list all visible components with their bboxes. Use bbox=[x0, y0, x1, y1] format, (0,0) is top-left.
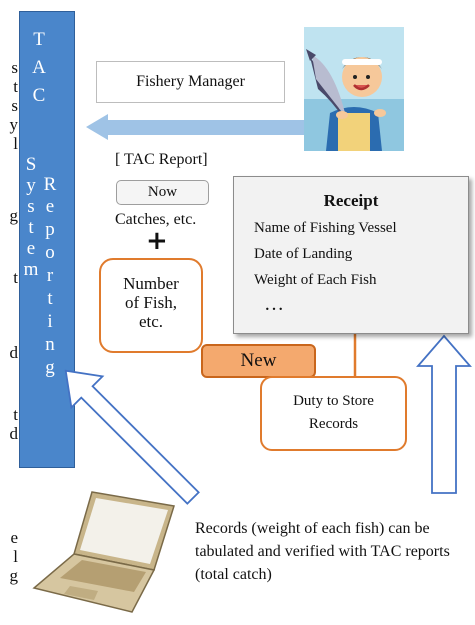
bar-letter: T bbox=[33, 29, 45, 50]
new-badge: New bbox=[201, 344, 316, 378]
bar-letter: y bbox=[26, 175, 36, 196]
number-line: etc. bbox=[138, 312, 164, 331]
report-arrow bbox=[86, 114, 309, 140]
number-of-fish-box: Number of Fish, etc. bbox=[99, 258, 203, 353]
left-text-fragment-3: t bbox=[13, 268, 18, 287]
bar-letter: s bbox=[27, 196, 35, 217]
number-line: of Fish, bbox=[125, 293, 177, 312]
records-note: Records (weight of each fish) can be tab… bbox=[195, 520, 450, 583]
number-line: Number bbox=[123, 274, 179, 293]
duty-line: Records bbox=[308, 416, 359, 432]
now-box: Now bbox=[116, 180, 209, 205]
bar-letter: o bbox=[45, 242, 55, 263]
receipt-item: Weight of Each Fish bbox=[254, 272, 377, 288]
duty-line: Duty to Store bbox=[293, 393, 374, 409]
catches-label: Catches, etc. bbox=[115, 211, 197, 228]
bar-letter: g bbox=[45, 357, 55, 378]
receipt-box: Receipt Name of Fishing Vessel Date of L… bbox=[233, 176, 469, 334]
fishery-manager-label: Fishery Manager bbox=[136, 73, 245, 90]
bar-letter: n bbox=[45, 334, 55, 355]
now-label: Now bbox=[147, 184, 178, 200]
bar-letter: A bbox=[32, 57, 46, 78]
fishery-manager-box: Fishery Manager bbox=[96, 61, 285, 103]
left-text-fragment-6: e l g bbox=[9, 528, 19, 585]
left-text-fragment-1: s t s y l bbox=[9, 58, 19, 153]
tac-reporting-system-bar: T A C S y s t e m R e p o r t i n g bbox=[19, 11, 75, 468]
bar-letter: e bbox=[45, 196, 55, 217]
bar-letter: e bbox=[26, 238, 36, 259]
bar-letter: S bbox=[25, 154, 37, 175]
fisherman-holding-tuna-icon bbox=[304, 27, 404, 151]
bar-letter: p bbox=[45, 219, 55, 240]
tabulate-arrow bbox=[64, 369, 200, 505]
bar-letter: i bbox=[47, 311, 53, 332]
plus-icon: + bbox=[146, 226, 168, 256]
left-text-fragment-5: t d bbox=[9, 405, 19, 443]
bar-letter: r bbox=[46, 265, 54, 286]
bar-letter: m bbox=[23, 259, 39, 280]
receipt-item: Name of Fishing Vessel bbox=[254, 220, 397, 236]
laptop-icon bbox=[32, 491, 175, 613]
bar-letter: t bbox=[47, 288, 53, 309]
left-text-fragment-4: d bbox=[9, 343, 19, 362]
receipt-ellipsis: … bbox=[264, 293, 284, 315]
left-text-fragment-2: g bbox=[9, 206, 19, 225]
receipt-title: Receipt bbox=[323, 191, 379, 210]
bar-letter: t bbox=[28, 217, 34, 238]
verify-arrow bbox=[416, 334, 472, 494]
tac-report-label: [ TAC Report] bbox=[115, 151, 208, 168]
bar-letter: C bbox=[32, 85, 46, 106]
receipt-item: Date of Landing bbox=[254, 246, 353, 262]
duty-to-store-box: Duty to Store Records bbox=[260, 376, 407, 451]
bar-letter: R bbox=[43, 174, 57, 195]
new-label: New bbox=[240, 350, 277, 371]
